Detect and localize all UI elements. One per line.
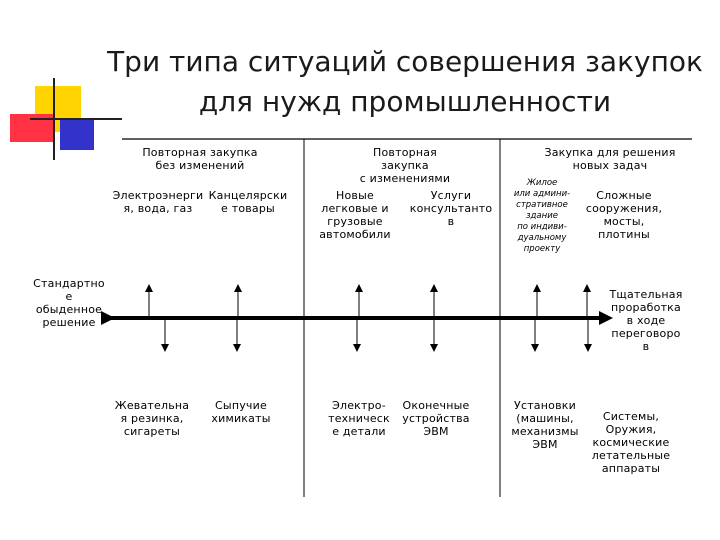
title-line-2: для нужд промышленности xyxy=(198,85,612,118)
title-line-1: Три типа ситуаций совершения закупок xyxy=(107,45,703,78)
example-machines: Установки (машины, механизмы ЭВМ xyxy=(511,399,579,451)
example-structures: Сложные сооружения, мосты, плотины xyxy=(585,189,663,241)
example-gum: Жевательна я резинка, сигареты xyxy=(114,399,190,438)
example-chemicals: Сыпучие химикаты xyxy=(211,399,271,425)
example-cars: Новые легковые и грузовые автомобили xyxy=(319,189,391,241)
column-header-3: Закупка для решения новых задач xyxy=(544,146,676,172)
logo-blue-square xyxy=(60,120,94,150)
example-systems: Системы, Оружия, космические летательные… xyxy=(591,410,671,475)
axis-left-label: Стандартно е обыденное решение xyxy=(33,277,105,329)
axis-right-label: Тщательная проработка в ходе переговоро … xyxy=(609,288,683,353)
logo-horizontal-line xyxy=(30,118,122,120)
example-energy: Электроэнерги я, вода, газ xyxy=(112,189,204,215)
example-housing: Жилое или админи- стративное здание по и… xyxy=(513,178,571,254)
example-electro: Электро- техническ е детали xyxy=(328,399,390,438)
page-title: Три типа ситуаций совершения закупок для… xyxy=(95,42,715,122)
example-office-supplies: Канцелярски е товары xyxy=(208,189,288,215)
example-terminals: Оконечные устройства ЭВМ xyxy=(402,399,470,438)
column-header-2: Повторная закупка с изменениями xyxy=(359,146,451,185)
example-consulting: Услуги консультанто в xyxy=(409,189,493,228)
column-header-1: Повторная закупка без изменений xyxy=(142,146,258,172)
